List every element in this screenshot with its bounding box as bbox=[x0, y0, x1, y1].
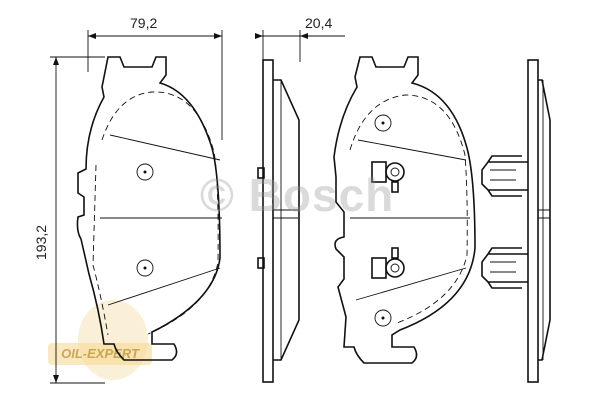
brake-pad-side-view-2 bbox=[481, 59, 551, 383]
brake-pad-front-view-2 bbox=[333, 56, 476, 364]
dimension-height: 193,2 bbox=[33, 56, 105, 384]
height-label: 193,2 bbox=[33, 225, 49, 260]
width-label: 79,2 bbox=[130, 15, 157, 31]
brake-pad-front-view-1 bbox=[76, 56, 222, 361]
dimension-thickness: 20,4 bbox=[255, 15, 345, 62]
spring-clip-bottom bbox=[481, 247, 528, 289]
wear-sensor-clip-top bbox=[371, 161, 405, 193]
thickness-label: 20,4 bbox=[305, 15, 332, 31]
spring-clip-top bbox=[481, 155, 528, 197]
wear-sensor-clip-bottom bbox=[371, 247, 405, 279]
dimension-width: 79,2 bbox=[87, 15, 223, 140]
brake-pad-side-view-1 bbox=[257, 59, 300, 383]
bosch-watermark: © Bosch bbox=[200, 169, 395, 221]
oil-expert-logo-gear bbox=[78, 300, 148, 380]
